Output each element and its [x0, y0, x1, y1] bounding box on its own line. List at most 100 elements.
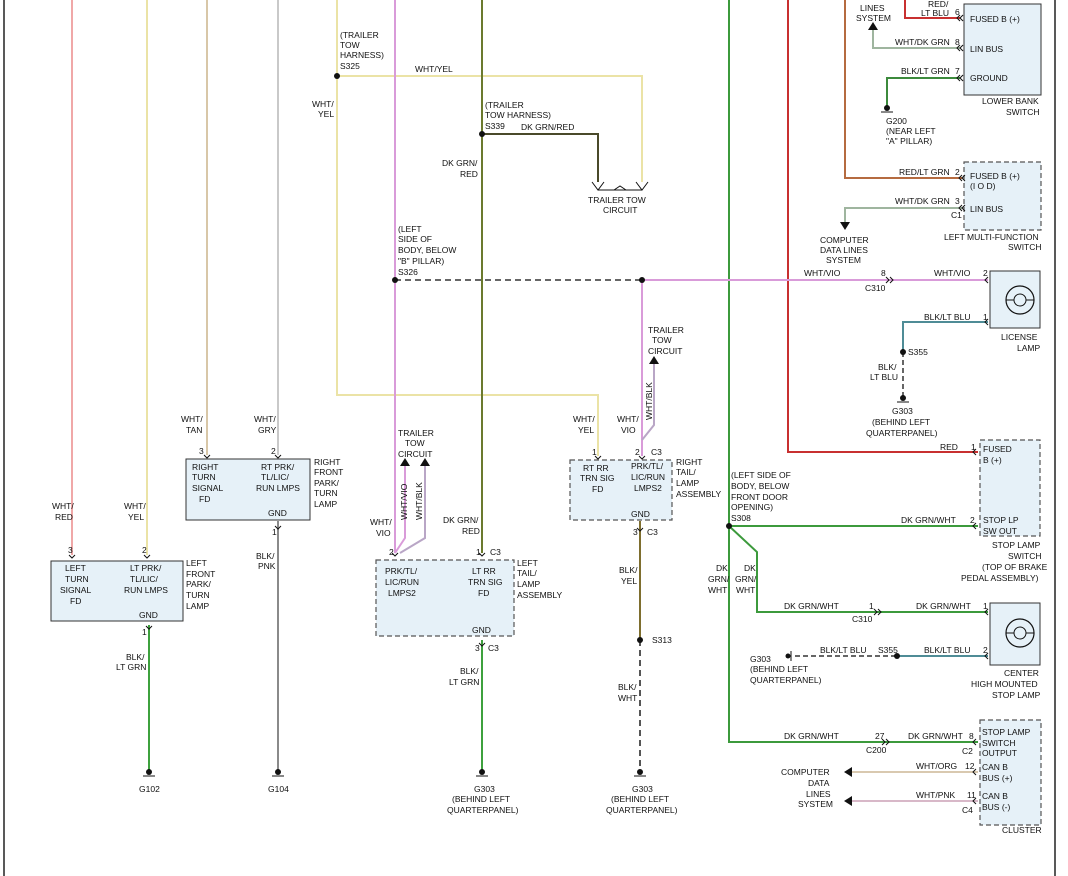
label: TRN SIG: [580, 473, 614, 483]
label: (BEHIND LEFT: [872, 417, 930, 427]
label: S308: [731, 513, 751, 523]
label: CIRCUIT: [398, 449, 432, 459]
label: WHT/YEL: [415, 64, 453, 74]
label: DK GRN/: [443, 515, 479, 525]
label: LIN BUS: [970, 44, 1003, 54]
label: 3: [475, 643, 480, 653]
label: (NEAR LEFT: [886, 126, 936, 136]
wire-wht-blk-tow-l: [399, 464, 426, 554]
label: SW OUT: [983, 526, 1017, 536]
label: BLK/: [618, 682, 637, 692]
arrow-up-tow-left-b-icon: [420, 458, 430, 466]
label: 1: [971, 442, 976, 452]
label: LIN BUS: [970, 204, 1003, 214]
label: WHT: [708, 585, 727, 595]
label: YEL: [318, 109, 334, 119]
label: WHT/: [370, 517, 392, 527]
label: S339: [485, 121, 505, 131]
ground-g102-icon: [143, 769, 155, 777]
label: WHT/: [617, 414, 639, 424]
label: COMPUTER: [781, 767, 830, 777]
label: LICENSE: [1001, 332, 1038, 342]
ground-g303a-icon: [897, 395, 909, 403]
label: 12: [965, 761, 975, 771]
arrow-left-can-minus-icon: [844, 796, 852, 806]
label: TL/LIC/: [261, 472, 290, 482]
label: G303: [892, 406, 913, 416]
label: DK GRN/WHT: [916, 601, 971, 611]
label: ASSEMBLY: [676, 489, 722, 499]
label: LEFT: [517, 558, 538, 568]
label: RUN LMPS: [256, 483, 300, 493]
label: DK GRN/WHT: [901, 515, 956, 525]
label: BLK/: [256, 551, 275, 561]
label: BUS (-): [982, 802, 1011, 812]
stop-lamp-switch-box: [979, 439, 1041, 537]
label: 2: [955, 167, 960, 177]
cluster-box: [979, 719, 1042, 826]
label: BLK/: [619, 565, 638, 575]
label: (LEFT: [398, 224, 422, 234]
wire-blk-lt-grn-top: [886, 77, 960, 107]
label: 1: [272, 527, 277, 537]
label: WHT/DK GRN: [895, 196, 950, 206]
label: TAIL/: [517, 568, 537, 578]
label: LEFT MULTI-FUNCTION: [944, 232, 1039, 242]
label: TRN SIG: [468, 577, 502, 587]
label: RED/: [928, 0, 949, 9]
label: LT GRN: [116, 662, 146, 672]
label: PARK/: [186, 579, 212, 589]
label: TOW: [405, 438, 425, 448]
label: G102: [139, 784, 160, 794]
label: WHT/ORG: [916, 761, 957, 771]
label: WHT/: [573, 414, 595, 424]
label: (I O D): [970, 181, 996, 191]
label: WHT: [736, 585, 755, 595]
label: "A" PILLAR): [886, 136, 932, 146]
label: LT RR: [472, 566, 496, 576]
label: WHT/: [52, 501, 74, 511]
label: 2: [635, 447, 640, 457]
label: FUSED B (+): [970, 14, 1020, 24]
label: C310: [852, 614, 873, 624]
label: YEL: [578, 425, 594, 435]
ground-g200-icon: [881, 105, 893, 113]
label: S325: [340, 61, 360, 71]
label: LEFT: [186, 558, 207, 568]
label: 27: [875, 731, 885, 741]
label: VIO: [376, 528, 391, 538]
label: TOW: [340, 40, 360, 50]
label: QUARTERPANEL): [866, 428, 938, 438]
label: GRN/: [735, 574, 757, 584]
label: BODY, BELOW: [398, 245, 456, 255]
label: C1: [951, 210, 962, 220]
wire-dk-grn-red-tow: [482, 133, 599, 182]
label: LINES: [806, 789, 831, 799]
splice-s339: [479, 131, 485, 137]
label: COMPUTER: [820, 235, 869, 245]
left-tail-lamp-assembly-box: [375, 559, 515, 637]
wire-dk-grn-wht-main: [728, 0, 978, 743]
label: WHT/: [181, 414, 203, 424]
label: BLK/LT BLU: [924, 312, 970, 322]
splice-wht-vio: [639, 277, 645, 283]
label: DATA LINES: [820, 245, 868, 255]
label: 6: [955, 7, 960, 17]
label: (BEHIND LEFT: [452, 794, 510, 804]
chmsl-box: [989, 602, 1041, 666]
label: (TRAILER: [340, 30, 379, 40]
ground-g303b-icon: [476, 769, 488, 777]
arrow-left-can-plus-icon: [844, 767, 852, 777]
label: (BEHIND LEFT: [611, 794, 669, 804]
label: LIC/RUN: [631, 472, 665, 482]
label: BLK/LT BLU: [924, 645, 970, 655]
label: PRK/TL/: [385, 566, 418, 576]
label: WHT: [618, 693, 637, 703]
lower-bank-switch-box: [963, 3, 1042, 96]
label: C3: [647, 527, 658, 537]
label: C2: [962, 746, 973, 756]
label: (TRAILER: [485, 100, 524, 110]
label: 1: [983, 601, 988, 611]
arrow-up-tow-right-icon: [649, 356, 659, 364]
label: WHT/VIO: [934, 268, 971, 278]
